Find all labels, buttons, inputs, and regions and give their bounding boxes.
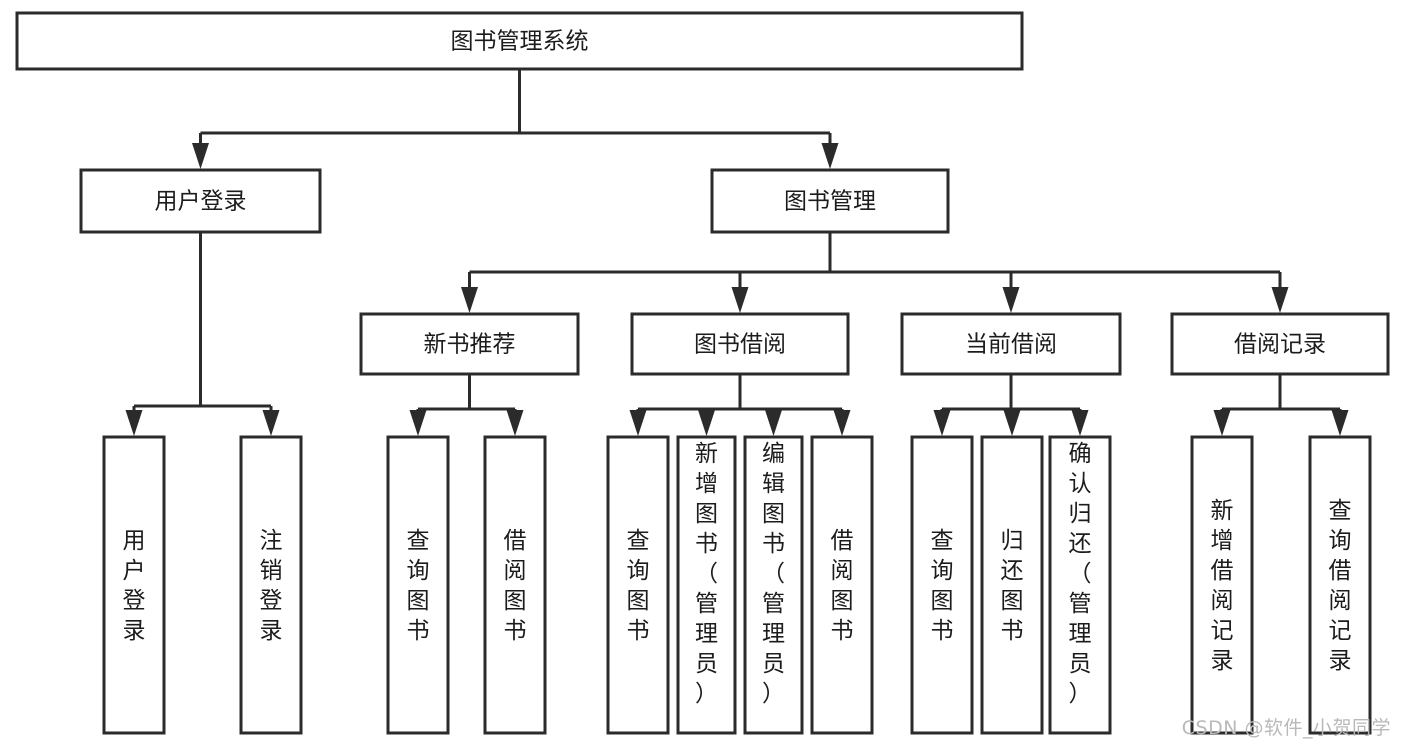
arrow-head-icon	[1003, 410, 1021, 436]
node-label: 确认归还（管理员）	[1069, 441, 1092, 707]
node-label: 图书管理	[784, 189, 876, 215]
node-label: 新书推荐	[424, 332, 516, 358]
node-box[interactable]	[386, 435, 450, 735]
node-label: 新增借阅记录	[1211, 498, 1234, 674]
arrow-head-icon	[833, 410, 851, 436]
node-leaf-query-record[interactable]: 查询借阅记录	[1308, 435, 1372, 735]
watermark: CSDN @软件_小贺同学	[1181, 717, 1391, 739]
node-box[interactable]	[79, 168, 322, 234]
node-label: 归还图书	[1001, 528, 1024, 644]
node-label: 查询图书	[931, 528, 954, 644]
node-leaf-user-logout[interactable]: 注销登录	[239, 435, 303, 735]
node-box[interactable]	[15, 11, 1024, 71]
connector-group-borrow-record	[1213, 374, 1349, 436]
node-box[interactable]	[910, 435, 974, 735]
node-leaf-borrow-book-1[interactable]: 借阅图书	[483, 435, 547, 735]
arrow-head-icon	[461, 287, 478, 313]
arrow-head-icon	[698, 410, 715, 436]
node-label: 用户登录	[155, 189, 247, 215]
node-current-borrow[interactable]: 当前借阅	[900, 312, 1122, 376]
node-leaf-confirm-return[interactable]: 确认归还（管理员）	[1048, 435, 1112, 735]
node-leaf-query-book-1[interactable]: 查询图书	[386, 435, 450, 735]
node-box[interactable]	[900, 312, 1122, 376]
node-book-manage[interactable]: 图书管理	[710, 168, 950, 234]
node-label: 编辑图书（管理员）	[762, 441, 785, 707]
node-box[interactable]	[1170, 312, 1390, 376]
node-leaf-query-book-2[interactable]: 查询图书	[606, 435, 670, 735]
connector-group-user-login	[125, 232, 280, 436]
arrow-head-icon	[1071, 410, 1089, 436]
node-box[interactable]	[980, 435, 1044, 735]
arrow-head-icon	[125, 410, 143, 436]
node-box[interactable]	[239, 435, 303, 735]
node-box[interactable]	[630, 312, 850, 376]
connector-group-book-manage	[461, 232, 1289, 313]
arrow-head-icon	[262, 410, 280, 436]
node-label: 查询图书	[407, 528, 430, 644]
node-book-borrow[interactable]: 图书借阅	[630, 312, 850, 376]
node-label: 图书借阅	[694, 332, 786, 358]
arrow-head-icon	[933, 410, 951, 436]
arrow-head-icon	[1002, 287, 1020, 313]
node-label: 借阅图书	[831, 528, 854, 644]
arrow-head-icon	[1271, 287, 1289, 313]
node-box[interactable]	[1048, 435, 1112, 735]
connector-group-book-borrow	[629, 374, 851, 436]
node-box[interactable]	[710, 168, 950, 234]
node-leaf-user-login[interactable]: 用户登录	[102, 435, 166, 735]
node-box[interactable]	[676, 435, 737, 735]
connector-group-root	[192, 69, 839, 169]
node-new-book-recommend[interactable]: 新书推荐	[359, 312, 580, 376]
node-label: 当前借阅	[965, 332, 1057, 358]
node-label: 图书管理系统	[451, 29, 589, 55]
node-leaf-return-book[interactable]: 归还图书	[980, 435, 1044, 735]
node-box[interactable]	[606, 435, 670, 735]
node-box[interactable]	[1308, 435, 1372, 735]
node-leaf-add-record[interactable]: 新增借阅记录	[1190, 435, 1254, 735]
node-box[interactable]	[810, 435, 874, 735]
node-label: 新增图书（管理员）	[695, 441, 718, 707]
arrow-head-icon	[629, 410, 647, 436]
arrow-head-icon	[506, 410, 524, 436]
arrow-head-icon	[731, 287, 749, 313]
node-box[interactable]	[743, 435, 804, 735]
arrow-head-icon	[1213, 410, 1231, 436]
connectors-layer	[125, 69, 1349, 436]
node-box[interactable]	[1190, 435, 1254, 735]
node-root[interactable]: 图书管理系统	[15, 11, 1024, 71]
arrow-head-icon	[192, 143, 209, 169]
node-label: 注销登录	[260, 528, 283, 644]
node-leaf-edit-book[interactable]: 编辑图书（管理员）	[743, 435, 804, 735]
node-leaf-add-book[interactable]: 新增图书（管理员）	[676, 435, 737, 735]
nodes-layer: 图书管理系统用户登录图书管理新书推荐图书借阅当前借阅借阅记录用户登录注销登录查询…	[15, 11, 1390, 735]
node-box[interactable]	[102, 435, 166, 735]
node-user-login[interactable]: 用户登录	[79, 168, 322, 234]
connector-group-current-borrow	[933, 374, 1089, 436]
node-label: 查询借阅记录	[1329, 498, 1352, 674]
node-label: 用户登录	[123, 528, 146, 644]
arrow-head-icon	[821, 143, 839, 169]
connector-group-new-book-recommend	[409, 374, 524, 436]
arrow-head-icon	[409, 410, 427, 436]
node-label: 借阅记录	[1234, 332, 1326, 358]
node-label: 查询图书	[627, 528, 650, 644]
node-borrow-record[interactable]: 借阅记录	[1170, 312, 1390, 376]
node-box[interactable]	[483, 435, 547, 735]
node-leaf-borrow-book-2[interactable]: 借阅图书	[810, 435, 874, 735]
node-box[interactable]	[359, 312, 580, 376]
node-label: 借阅图书	[504, 528, 527, 644]
arrow-head-icon	[1331, 410, 1349, 436]
node-leaf-query-book-3[interactable]: 查询图书	[910, 435, 974, 735]
arrow-head-icon	[765, 410, 782, 436]
